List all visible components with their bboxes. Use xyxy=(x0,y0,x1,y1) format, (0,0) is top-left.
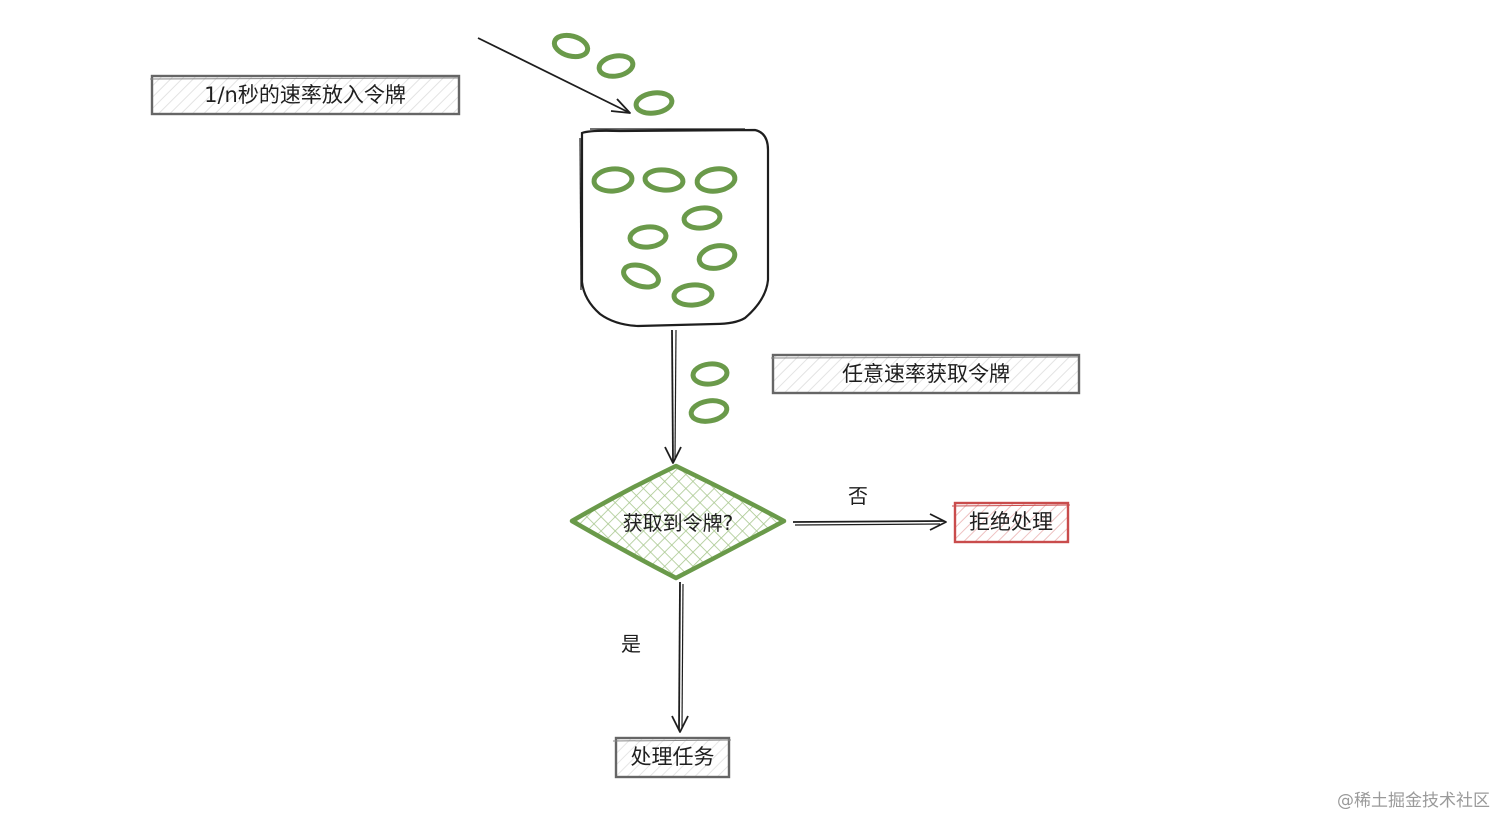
falling-tokens xyxy=(551,32,675,116)
yes-arrow xyxy=(671,581,689,733)
rate-in-label: 1/n秒的速率放入令牌 xyxy=(204,83,406,107)
outgoing-tokens xyxy=(688,361,730,424)
process-label: 处理任务 xyxy=(630,745,715,769)
token xyxy=(671,282,715,308)
token xyxy=(688,398,730,424)
watermark: @稀土掘金技术社区 xyxy=(1337,791,1490,811)
bucket-to-decision-arrow xyxy=(664,329,682,464)
rate-in-label-box xyxy=(149,74,461,116)
reject-box xyxy=(951,501,1071,544)
decision-label: 获取到令牌? xyxy=(622,511,734,535)
bucket-tokens xyxy=(591,166,738,308)
no-edge-label: 否 xyxy=(848,484,868,508)
rate-out-label: 任意速率获取令牌 xyxy=(842,362,1010,386)
process-box xyxy=(612,736,732,779)
token xyxy=(596,53,636,79)
token xyxy=(551,32,591,60)
decision-diamond xyxy=(569,463,787,581)
token xyxy=(633,90,675,116)
token xyxy=(591,166,635,194)
reject-label: 拒绝处理 xyxy=(969,510,1053,534)
token xyxy=(627,224,669,250)
token-bucket xyxy=(579,128,770,328)
no-arrow xyxy=(792,513,947,531)
token xyxy=(694,166,738,194)
token xyxy=(642,167,686,193)
token xyxy=(696,243,738,271)
rate-out-label-box xyxy=(770,353,1081,395)
yes-edge-label: 是 xyxy=(621,632,641,656)
token xyxy=(681,205,723,231)
incoming-arrow xyxy=(477,37,631,114)
token xyxy=(690,361,730,387)
token xyxy=(621,262,661,290)
